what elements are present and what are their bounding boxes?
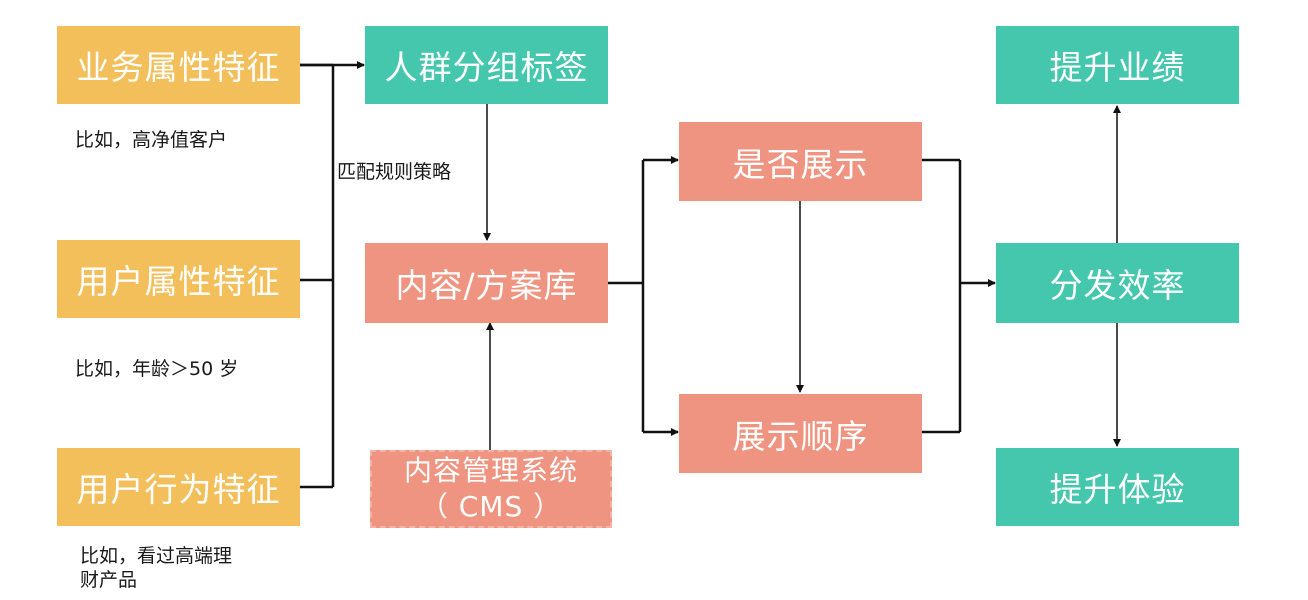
business-attribute-box: 业务属性特征 bbox=[57, 26, 300, 104]
show-order-box: 展示顺序 bbox=[679, 394, 922, 473]
user-attribute-example-note: 比如，年龄＞50 岁 bbox=[75, 358, 239, 380]
user-behavior-box: 用户行为特征 bbox=[57, 448, 300, 526]
cms-line1: 内容管理系统 bbox=[403, 454, 578, 487]
behavior-example-note: 比如，看过高端理 财产品 bbox=[80, 544, 232, 592]
improve-performance-box: 提升业绩 bbox=[996, 26, 1239, 104]
cms-box: 内容管理系统 （ CMS ） bbox=[370, 450, 612, 528]
business-example-note: 比如，高净值客户 bbox=[75, 129, 228, 151]
match-rules-label: 匹配规则策略 bbox=[337, 161, 452, 183]
user-attribute-box: 用户属性特征 bbox=[57, 240, 300, 318]
behavior-example-line1: 比如，看过高端理 bbox=[80, 545, 233, 567]
show-or-not-box: 是否展示 bbox=[679, 122, 922, 201]
behavior-example-line2: 财产品 bbox=[80, 569, 138, 591]
distribution-efficiency-box: 分发效率 bbox=[996, 243, 1239, 323]
improve-experience-box: 提升体验 bbox=[996, 448, 1239, 526]
cms-line2: （ CMS ） bbox=[419, 490, 563, 523]
content-library-box: 内容/方案库 bbox=[365, 243, 608, 323]
crowd-tags-box: 人群分组标签 bbox=[365, 26, 608, 104]
